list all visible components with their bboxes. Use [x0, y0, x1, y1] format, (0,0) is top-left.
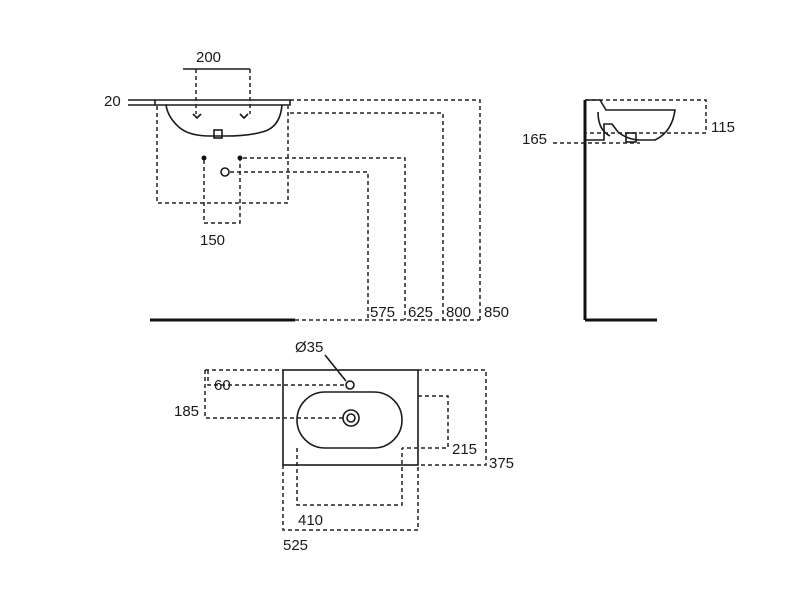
plan-dim-525-bracket [282, 465, 419, 531]
front-dim-200-label: 200 [196, 49, 221, 66]
plan-tap-hole-leader [324, 354, 347, 382]
front-leader-800 [290, 112, 444, 320]
plan-tap-hole [345, 380, 355, 390]
front-basin-outline [154, 99, 291, 137]
plan-bowl [296, 391, 403, 449]
front-height-850-label: 850 [484, 304, 509, 321]
plan-view: Ø35 60 185 215 375 410 525 [174, 339, 514, 554]
plan-tap-hole-label: Ø35 [295, 339, 323, 356]
front-trap-point-right [237, 155, 243, 161]
side-dim-165-label: 165 [522, 131, 547, 148]
plan-basin-outline [282, 369, 419, 466]
plan-dim-525-label: 525 [283, 537, 308, 554]
plan-waste-outer [342, 409, 360, 427]
plan-dim-375-label: 375 [489, 455, 514, 472]
front-leader-625 [243, 157, 406, 320]
plan-dim-410-label: 410 [298, 512, 323, 529]
plan-waste-inner [346, 413, 356, 423]
front-dim-150-bracket [203, 160, 241, 224]
front-waste-outlet [220, 167, 230, 177]
side-basin-outline [585, 99, 676, 141]
front-trap-point-left [201, 155, 207, 161]
side-elevation: 165 115 [522, 99, 735, 322]
plan-dim-60-bracket [207, 370, 346, 386]
plan-dim-185-label: 185 [174, 403, 199, 420]
plan-dim-215-bracket [402, 395, 449, 449]
side-basin-bowl [597, 111, 611, 137]
plan-dim-410-bracket [296, 448, 403, 506]
front-height-575-label: 575 [370, 304, 395, 321]
front-height-625-label: 625 [408, 304, 433, 321]
front-leader-575 [230, 171, 369, 320]
front-tap-hole-right [239, 113, 249, 120]
front-leader-850 [290, 99, 481, 320]
front-elevation: 200 20 150 575 625 800 850 [104, 49, 509, 322]
front-overflow [213, 129, 223, 139]
plan-dim-215-label: 215 [452, 441, 477, 458]
front-cabinet-outline [156, 106, 289, 204]
plan-dim-185-bracket [204, 370, 343, 419]
plan-dim-60-label: 60 [214, 377, 231, 394]
front-height-800-label: 800 [446, 304, 471, 321]
side-dim-115-label: 115 [711, 119, 735, 136]
side-waste-outlet [625, 132, 637, 143]
front-dim-20-label: 20 [104, 93, 121, 110]
front-tap-hole-left [192, 113, 202, 120]
front-dim-150-label: 150 [200, 232, 225, 249]
plan-dim-375-bracket [418, 369, 487, 466]
